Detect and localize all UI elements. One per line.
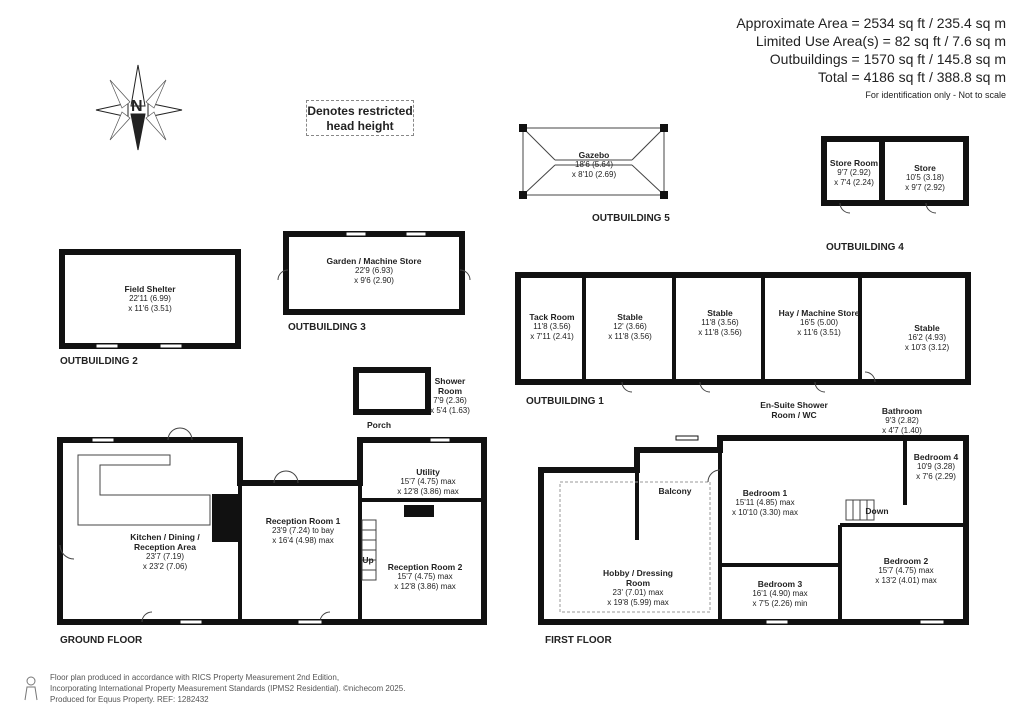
restricted-height-legend: Denotes restricted head height <box>306 100 414 136</box>
stairs-down-label: Down <box>865 506 889 516</box>
gazebo-roof-lines <box>522 127 665 196</box>
area-summary: Approximate Area = 2534 sq ft / 235.4 sq… <box>736 14 1006 100</box>
door-swings <box>59 202 937 623</box>
footer-line: Produced for Equus Property. REF: 128243… <box>50 695 209 704</box>
area-line: Outbuildings = 1570 sq ft / 145.8 sq m <box>769 51 1006 67</box>
gazebo-posts <box>519 124 668 199</box>
compass-icon <box>95 64 183 151</box>
section-label-outbuilding-5: OUTBUILDING 5 <box>592 213 670 224</box>
internal-walls <box>238 275 966 622</box>
section-label-outbuilding-4: OUTBUILDING 4 <box>826 242 904 253</box>
room-label-en-suite: En-Suite Shower Room / WC <box>760 400 828 420</box>
section-label-outbuilding-3: OUTBUILDING 3 <box>288 322 366 333</box>
person-logo-icon <box>24 676 38 701</box>
section-label-first-floor: FIRST FLOOR <box>545 635 612 646</box>
area-line: Approximate Area = 2534 sq ft / 235.4 sq… <box>736 15 1006 31</box>
section-label-outbuilding-2: OUTBUILDING 2 <box>60 356 138 367</box>
kitchen-island <box>77 454 211 526</box>
section-label-outbuilding-1: OUTBUILDING 1 <box>526 396 604 407</box>
disclaimer-note: For identification only - Not to scale <box>865 90 1006 100</box>
section-label-ground-floor: GROUND FLOOR <box>60 635 143 646</box>
stairs-up-label: Up <box>362 555 374 565</box>
room-label-porch: Porch <box>366 420 392 430</box>
windows <box>91 231 945 625</box>
area-line: Limited Use Area(s) = 82 sq ft / 7.6 sq … <box>755 33 1006 49</box>
stairs <box>361 499 875 581</box>
area-line: Total = 4186 sq ft / 388.8 sq m <box>818 69 1006 85</box>
footer-credits: Floor plan produced in accordance with R… <box>50 672 405 705</box>
footer-line: Incorporating International Property Mea… <box>50 684 406 693</box>
footer-line: Floor plan produced in accordance with R… <box>50 673 340 682</box>
restricted-area-outline <box>559 481 711 613</box>
chimneys <box>212 494 434 542</box>
room-label-balcony: Balcony <box>658 486 692 496</box>
compass-north-letter: N <box>131 98 143 115</box>
